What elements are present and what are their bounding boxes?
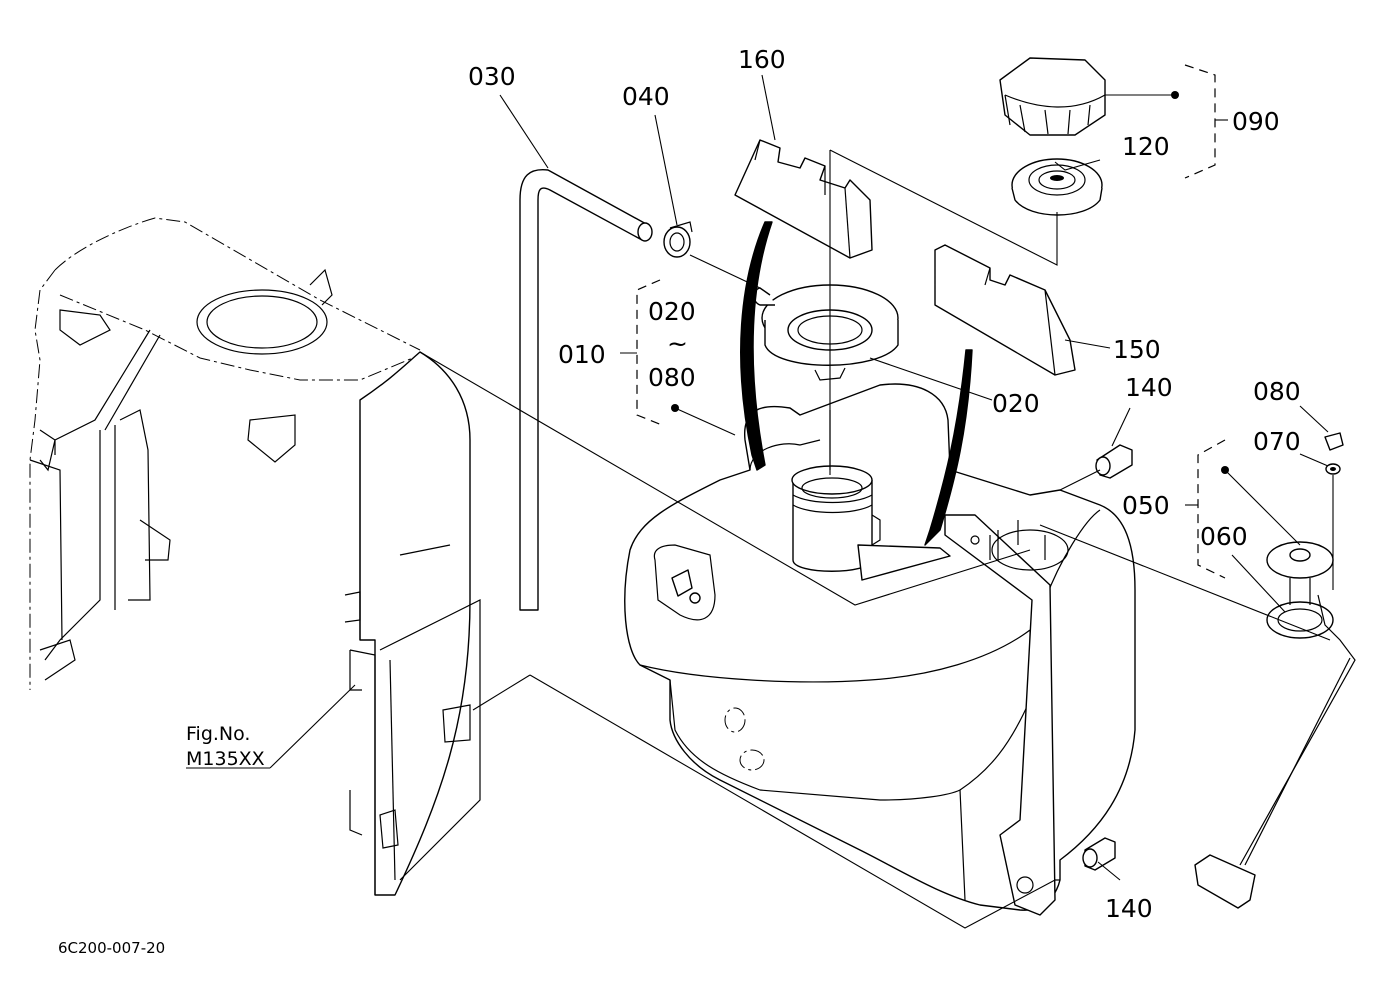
label-090: 090 <box>1232 107 1280 136</box>
assembly-arrows <box>740 221 973 546</box>
foam-block-160 <box>734 139 873 259</box>
label-140-bottom: 140 <box>1105 894 1153 923</box>
label-030: 030 <box>468 62 516 91</box>
filler-neck-020 <box>753 284 899 381</box>
group-brackets <box>620 64 1228 579</box>
part-labels: 030 040 160 090 120 020 ~ 080 010 150 02… <box>58 45 1301 957</box>
label-080: 080 <box>1253 377 1301 406</box>
fuel-cap-090 <box>999 57 1106 136</box>
label-020: 020 <box>992 389 1040 418</box>
label-range-separator: ~ <box>667 329 688 358</box>
foam-block-150 <box>934 244 1076 376</box>
hose-clamp-040 <box>663 221 693 258</box>
label-070: 070 <box>1253 427 1301 456</box>
label-080-range-end: 080 <box>648 363 696 392</box>
plug-140-top <box>1095 444 1133 479</box>
fuel-sender-060 <box>1194 541 1356 909</box>
center-lines <box>419 149 1334 929</box>
label-020-range-start: 020 <box>648 297 696 326</box>
cap-seal-120 <box>1011 158 1103 216</box>
fuel-hose-030 <box>519 168 653 611</box>
nut-080 <box>1324 432 1344 451</box>
label-120: 120 <box>1122 132 1170 161</box>
plug-140-bottom <box>1082 837 1116 871</box>
label-160: 160 <box>738 45 786 74</box>
label-040: 040 <box>622 82 670 111</box>
label-010: 010 <box>558 340 606 369</box>
washer-070 <box>1325 463 1341 475</box>
figure-ref-line2: M135XX <box>186 748 265 770</box>
callout-leaders <box>186 74 1329 881</box>
figure-ref-line1: Fig.No. <box>186 723 250 745</box>
fuel-tank <box>624 383 1136 916</box>
label-050: 050 <box>1122 491 1170 520</box>
diagram-code: 6C200-007-20 <box>58 939 165 957</box>
label-140-top: 140 <box>1125 373 1173 402</box>
label-150: 150 <box>1113 335 1161 364</box>
label-060: 060 <box>1200 522 1248 551</box>
frame-bonnet-assembly <box>29 217 481 896</box>
